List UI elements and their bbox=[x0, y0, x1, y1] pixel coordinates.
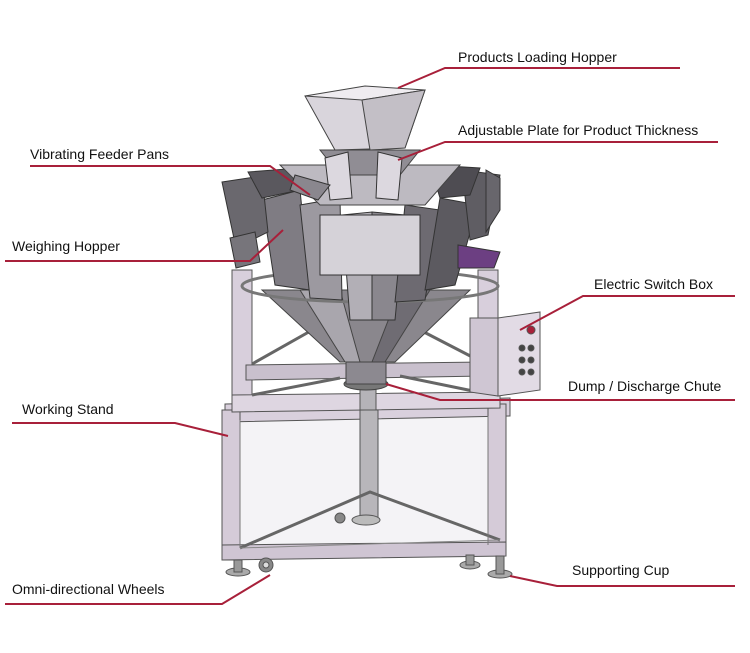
label-vibrating-feeder-pans: Vibrating Feeder Pans bbox=[30, 146, 170, 162]
label-omni-directional-wheels: Omni-directional Wheels bbox=[12, 581, 165, 597]
label-adjustable-plate: Adjustable Plate for Product Thickness bbox=[458, 122, 699, 138]
vibrating-feeder-pans bbox=[221, 164, 501, 269]
callout-line-working-stand bbox=[12, 422, 229, 437]
weighing-hoppers bbox=[261, 189, 479, 321]
electric-switch-box-illustration bbox=[469, 311, 541, 397]
callout-line-dump-discharge-chute bbox=[385, 383, 735, 401]
discharge-cone bbox=[260, 289, 472, 391]
callout-line-omni-directional-wheels bbox=[5, 574, 271, 605]
top-cone bbox=[278, 149, 462, 206]
callout-line-products-loading-hopper bbox=[397, 67, 680, 89]
adjustable-plates bbox=[289, 151, 403, 201]
label-dump-discharge-chute: Dump / Discharge Chute bbox=[568, 378, 722, 394]
callout-line-electric-switch-box bbox=[519, 295, 735, 331]
callout-line-vibrating-feeder-pans bbox=[30, 165, 311, 196]
label-weighing-hopper: Weighing Hopper bbox=[12, 238, 120, 254]
callout-lines bbox=[5, 67, 735, 605]
callout-line-supporting-cup bbox=[509, 575, 735, 587]
label-working-stand: Working Stand bbox=[22, 401, 114, 417]
label-electric-switch-box: Electric Switch Box bbox=[594, 276, 714, 292]
products-loading-hopper-illustration bbox=[304, 85, 426, 151]
working-stand-frame bbox=[221, 397, 513, 579]
label-products-loading-hopper: Products Loading Hopper bbox=[458, 49, 617, 65]
label-supporting-cup: Supporting Cup bbox=[572, 562, 670, 578]
callout-line-adjustable-plate bbox=[397, 141, 718, 161]
callout-line-weighing-hopper bbox=[5, 229, 284, 262]
